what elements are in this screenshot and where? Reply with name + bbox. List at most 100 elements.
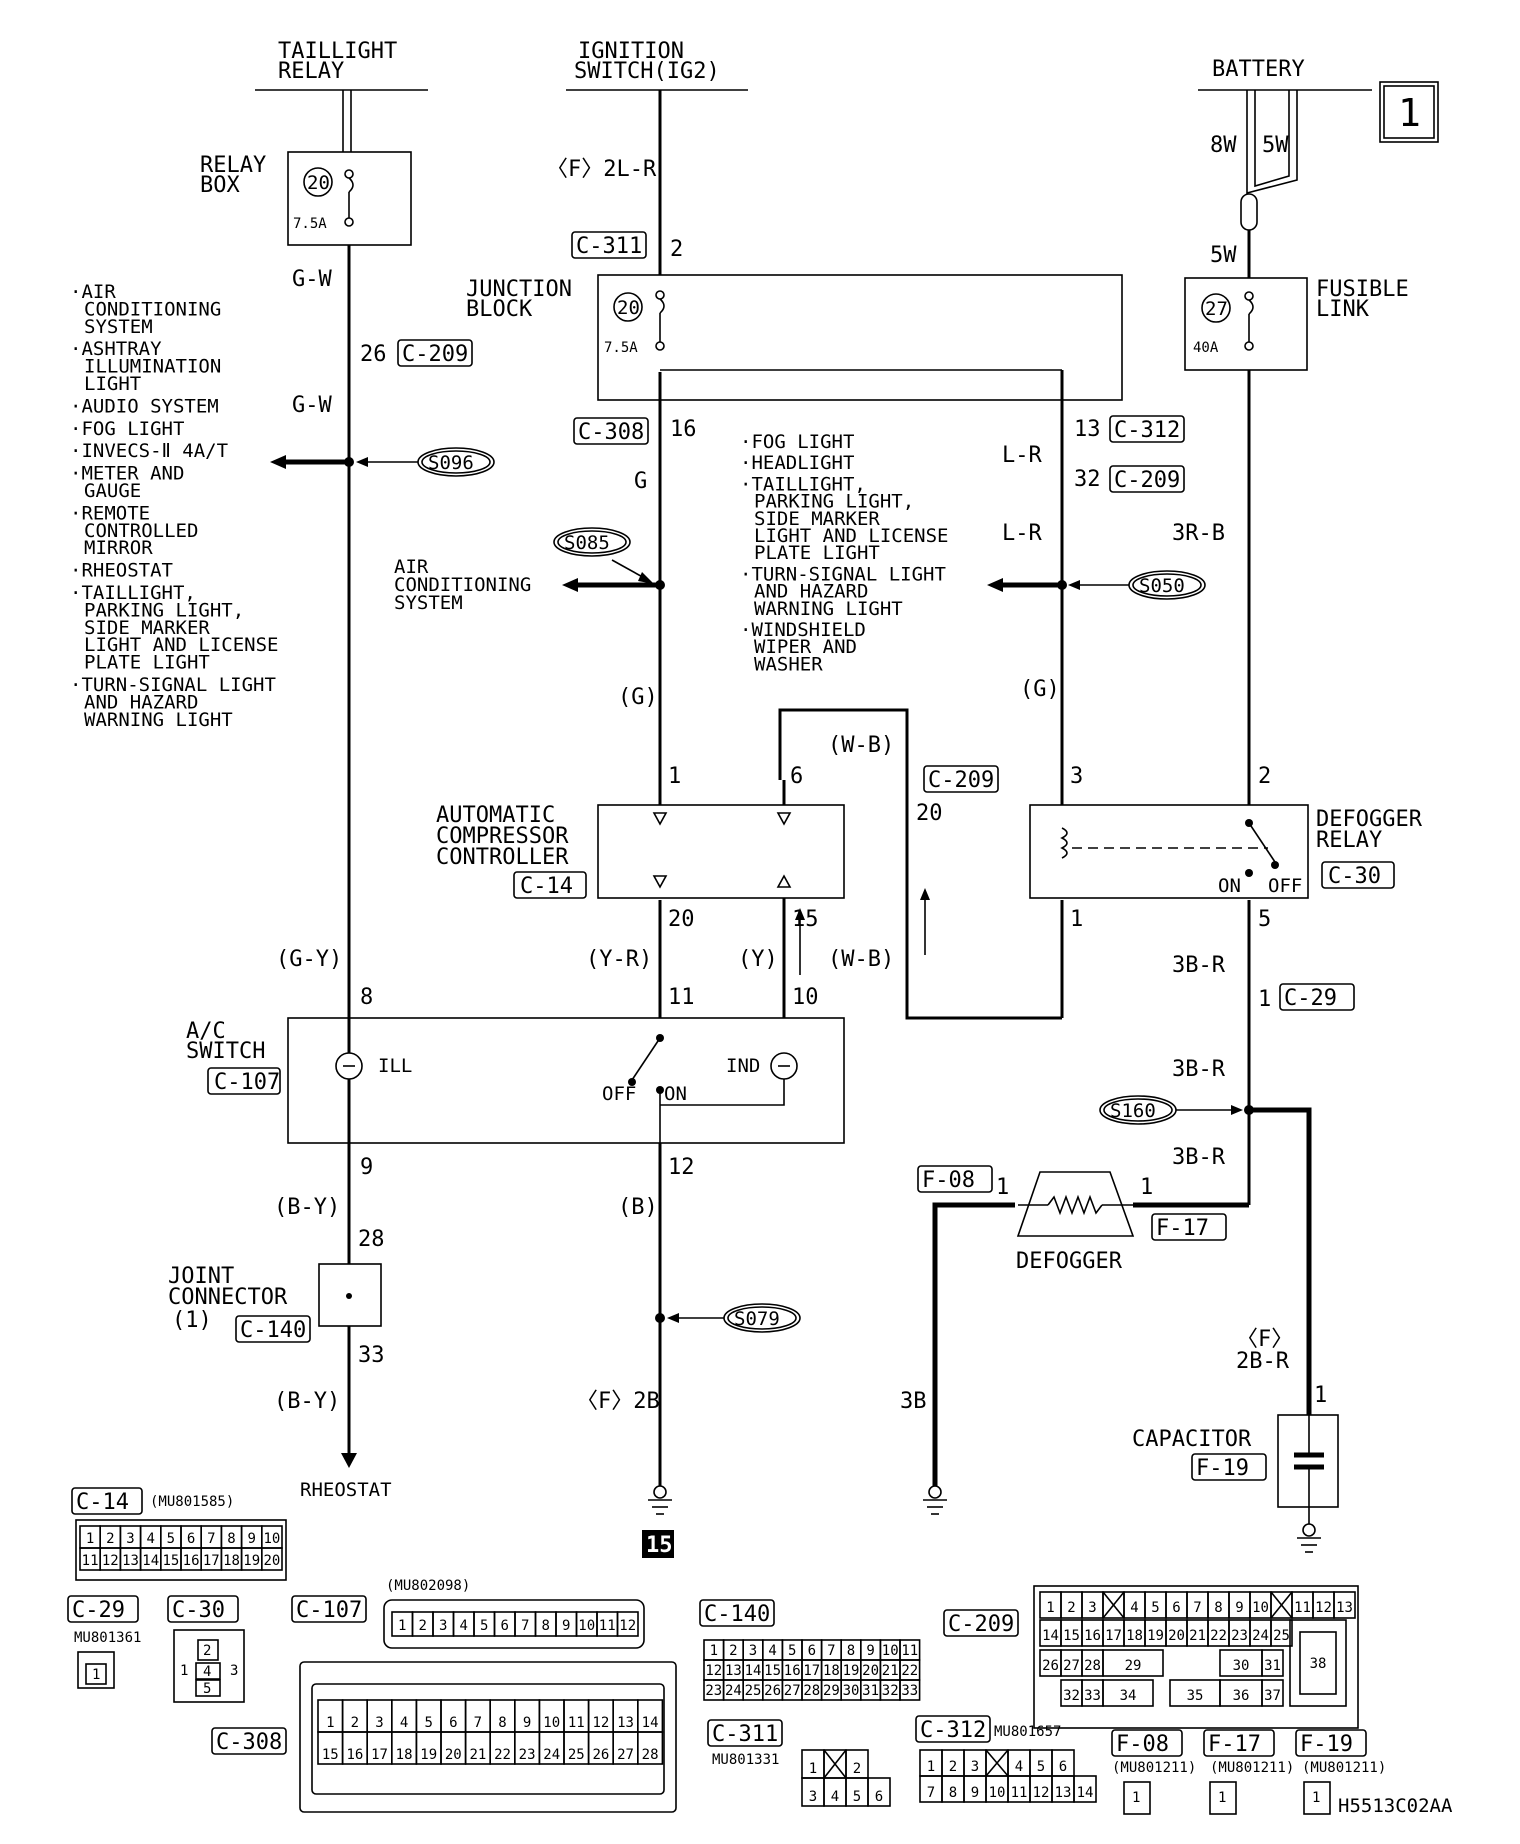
ac-switch-connector: C-107	[214, 1070, 280, 1095]
grid-c209-r2-5: 19	[1147, 1628, 1164, 1644]
joint-connector: JOINT CONNECTOR (1) C-140	[168, 1263, 382, 1343]
grid-c140-pin-2-6: 29	[823, 1683, 840, 1699]
grid-c209-r1-9: 9	[1235, 1600, 1243, 1616]
pin-5-relay: 5	[1258, 907, 1271, 932]
pin-2-relay: 2	[1258, 764, 1271, 789]
legend-c30-pin-5: 5	[203, 1681, 211, 1697]
taillight-relay-source: TAILLIGHT RELAY	[255, 39, 428, 91]
connector-tag-c29: C-29	[1284, 986, 1337, 1011]
grid-c107-pin-3: 4	[459, 1618, 467, 1634]
relay-box: RELAY BOX 20 7.5A	[200, 151, 412, 246]
left-list-item-1-line-1: ILLUMINATION	[84, 356, 221, 378]
grid-c107-pin-0: 1	[398, 1618, 406, 1634]
connector-tag-c311: C-311	[576, 234, 642, 259]
mid-list-item-3-line-0: ·TURN-SIGNAL LIGHT	[740, 563, 946, 585]
legend-c14-label: C-14	[76, 1490, 129, 1515]
connector-tag-c209-a: C-209	[402, 342, 468, 367]
compressor-controller-label-1: AUTOMATIC	[436, 803, 555, 828]
defogger-relay-connector: C-30	[1328, 864, 1381, 889]
grid-c308-pin-0-1: 2	[351, 1715, 359, 1731]
connector-tag-c308: C-308	[578, 420, 644, 445]
grid-c140-pin-1-1: 13	[725, 1663, 742, 1679]
compressor-controller-label-2: COMPRESSOR	[436, 824, 569, 849]
grid-c140-pin-1-3: 15	[764, 1663, 781, 1679]
pin-33: 33	[358, 1343, 385, 1368]
defogger-relay: DEFOGGER RELAY C-30 ON OFF	[1029, 804, 1423, 899]
grid-c308-pin-0-2: 3	[375, 1715, 383, 1731]
grid-c140-pin-0-10: 11	[901, 1643, 918, 1659]
grid-c209-r1-2: 3	[1088, 1600, 1096, 1616]
grid-c209-r2-0: 14	[1042, 1628, 1059, 1644]
rheostat-label: RHEOSTAT	[300, 1479, 392, 1501]
mid-list-item-3-line-2: WARNING LIGHT	[754, 598, 903, 620]
left-list-item-0-line-0: ·AIR	[70, 281, 116, 303]
grid-c107-pin-11: 12	[619, 1618, 636, 1634]
grid-c107-pin-6: 7	[521, 1618, 529, 1634]
grid-c308-pin-0-9: 10	[543, 1715, 560, 1731]
legend-f08-part: (MU801211)	[1112, 1760, 1196, 1776]
joint-connector-label-2: CONNECTOR	[168, 1285, 288, 1310]
battery-source: BATTERY	[1198, 57, 1372, 91]
legend-c29-label: C-29	[72, 1598, 125, 1623]
splices: S096 S085 S050 S160 S079	[344, 447, 1254, 1333]
wire-label-f-2b: 〈F〉2B	[576, 1389, 660, 1414]
mid-list-item-1-line-0: ·HEADLIGHT	[740, 452, 854, 474]
mid-list-item-2-line-1: PARKING LIGHT,	[754, 491, 914, 513]
grid-c14-pin-1-9: 20	[263, 1553, 280, 1569]
grid-c140-pin-2-2: 25	[745, 1683, 762, 1699]
grid-c308-pin-1-9: 24	[543, 1747, 560, 1763]
grid-c209-r4-5: 37	[1264, 1688, 1281, 1704]
grid-c311-pin-1-0: 3	[809, 1789, 817, 1805]
grid-c14-pin-0-5: 6	[187, 1531, 195, 1547]
grid-c308-pin-1-13: 28	[642, 1747, 659, 1763]
pin-numbers: 2 26 16 13 32 1 6 20 3 2 20 15 1 5 8 11 …	[358, 237, 1327, 1408]
grid-c311-pin-1-2: 5	[853, 1789, 861, 1805]
grid-c140-pin-2-0: 23	[705, 1683, 722, 1699]
legend-c107-part: (MU802098)	[386, 1578, 470, 1594]
connector-tag-c209-c: C-209	[928, 768, 994, 793]
grid-c311-pin-0-2: 2	[853, 1761, 861, 1777]
grid-c140-pin-1-5: 17	[803, 1663, 820, 1679]
grid-c107-pin-4: 5	[480, 1618, 488, 1634]
grid-c140-pin-1-0: 12	[705, 1663, 722, 1679]
grid-c308-pin-1-11: 26	[592, 1747, 609, 1763]
legend-c311-part: MU801331	[712, 1752, 779, 1768]
grid-c107-pin-8: 9	[562, 1618, 570, 1634]
wire-label-2br: 2B-R	[1236, 1349, 1290, 1374]
pin-15-acc: 15	[792, 907, 819, 932]
grid-c312-pin-0-0: 1	[927, 1759, 935, 1775]
grid-c209-r2-2: 16	[1084, 1628, 1101, 1644]
left-list-item-1-line-2: LIGHT	[84, 373, 141, 395]
page-ref-number: 15	[646, 1533, 673, 1558]
fusible-link-label-1: FUSIBLE	[1316, 277, 1409, 302]
legend-c140-label: C-140	[704, 1602, 770, 1627]
ignition-switch-source: IGNITION SWITCH(IG2)	[566, 39, 748, 91]
grid-c209-r3-4: 30	[1233, 1658, 1250, 1674]
compressor-controller-connector: C-14	[520, 874, 573, 899]
fuse-27-rating: 40A	[1193, 340, 1219, 356]
left-list-item-8-line-2: SIDE MARKER	[84, 617, 210, 639]
grid-c140-pin-0-7: 8	[847, 1643, 855, 1659]
relay-box-label-1: RELAY	[200, 153, 266, 178]
wire-label-f-2lr: 〈F〉2L-R	[546, 157, 657, 182]
mid-list-item-3-line-1: AND HAZARD	[754, 581, 868, 603]
left-list-item-6-line-2: MIRROR	[84, 537, 153, 559]
defogger-relay-off: OFF	[1268, 875, 1302, 897]
joint-connector-connector: C-140	[240, 1318, 306, 1343]
grid-c140-pin-1-7: 19	[843, 1663, 860, 1679]
grid-c107-pin-10: 11	[599, 1618, 616, 1634]
taillight-relay-label-2: RELAY	[278, 59, 344, 84]
grid-c209-r1-4: 4	[1130, 1600, 1138, 1616]
left-list-item-6-line-1: CONTROLLED	[84, 520, 198, 542]
capacitor-label: CAPACITOR	[1132, 1427, 1252, 1452]
legend-c311-label: C-311	[712, 1722, 778, 1747]
fusible-link-label-2: LINK	[1316, 297, 1370, 322]
grid-c308-pin-0-4: 5	[424, 1715, 432, 1731]
grid-c140-pin-2-4: 27	[784, 1683, 801, 1699]
grid-c308-pin-1-5: 20	[445, 1747, 462, 1763]
wire-label-3rb: 3R-B	[1172, 521, 1225, 546]
legend-f19-label: F-19	[1300, 1732, 1353, 1757]
